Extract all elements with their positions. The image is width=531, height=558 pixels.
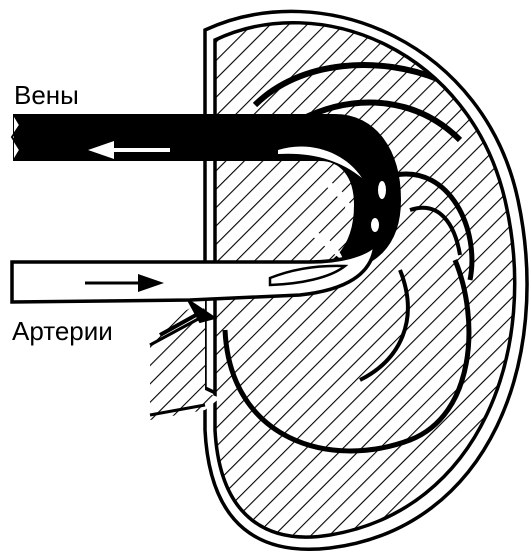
vessel-branch-right-2: [409, 205, 462, 256]
vein-highlights: [278, 146, 386, 262]
artery-tube: [10, 240, 378, 304]
vessel-branch-upper-2: [298, 99, 463, 143]
vein-cut-edge: [10, 114, 22, 161]
veins-label: Вены: [14, 80, 79, 110]
vessel-loop-large: [222, 259, 472, 454]
arteries-label: Артерии: [12, 316, 113, 346]
arrow-left-icon: [88, 141, 170, 159]
vessel-branch-lower: [359, 269, 410, 382]
intrarenal-vessels: [222, 62, 475, 454]
arrow-right-icon: [85, 274, 164, 292]
vessel-branch-upper: [252, 62, 442, 108]
vessel-branch-right: [394, 171, 475, 281]
artery-hook-line: [159, 308, 206, 337]
hilum-outline: [149, 316, 206, 417]
artery-highlight: [268, 264, 349, 287]
